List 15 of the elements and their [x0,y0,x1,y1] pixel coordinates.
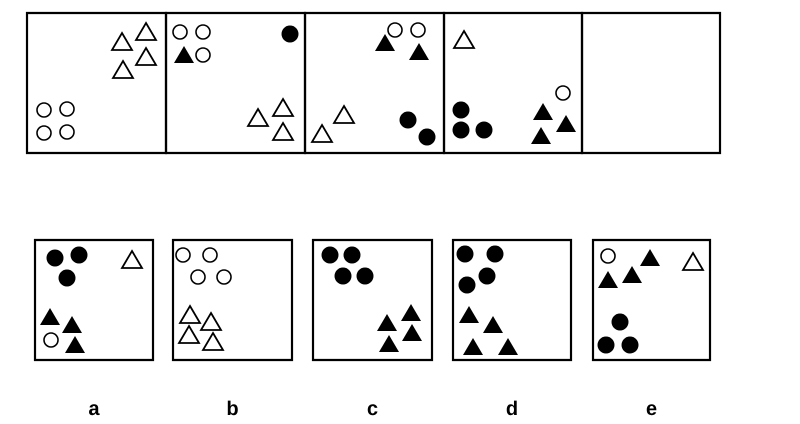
option-letter: d [506,400,517,416]
option-letter: c [368,404,378,416]
puzzle-cell [304,12,446,154]
puzzle-cell [442,12,584,154]
answer-box [172,238,294,362]
puzzle-cell [26,12,168,154]
option-letter: e [646,404,656,416]
puzzle-cell [580,12,722,154]
answer-box [452,238,572,362]
answer-box [592,238,712,362]
option-letter: b [228,400,238,416]
option-letter: a [89,404,100,416]
answer-box [312,238,434,362]
answer-box [34,238,154,362]
puzzle-cell [164,12,306,154]
